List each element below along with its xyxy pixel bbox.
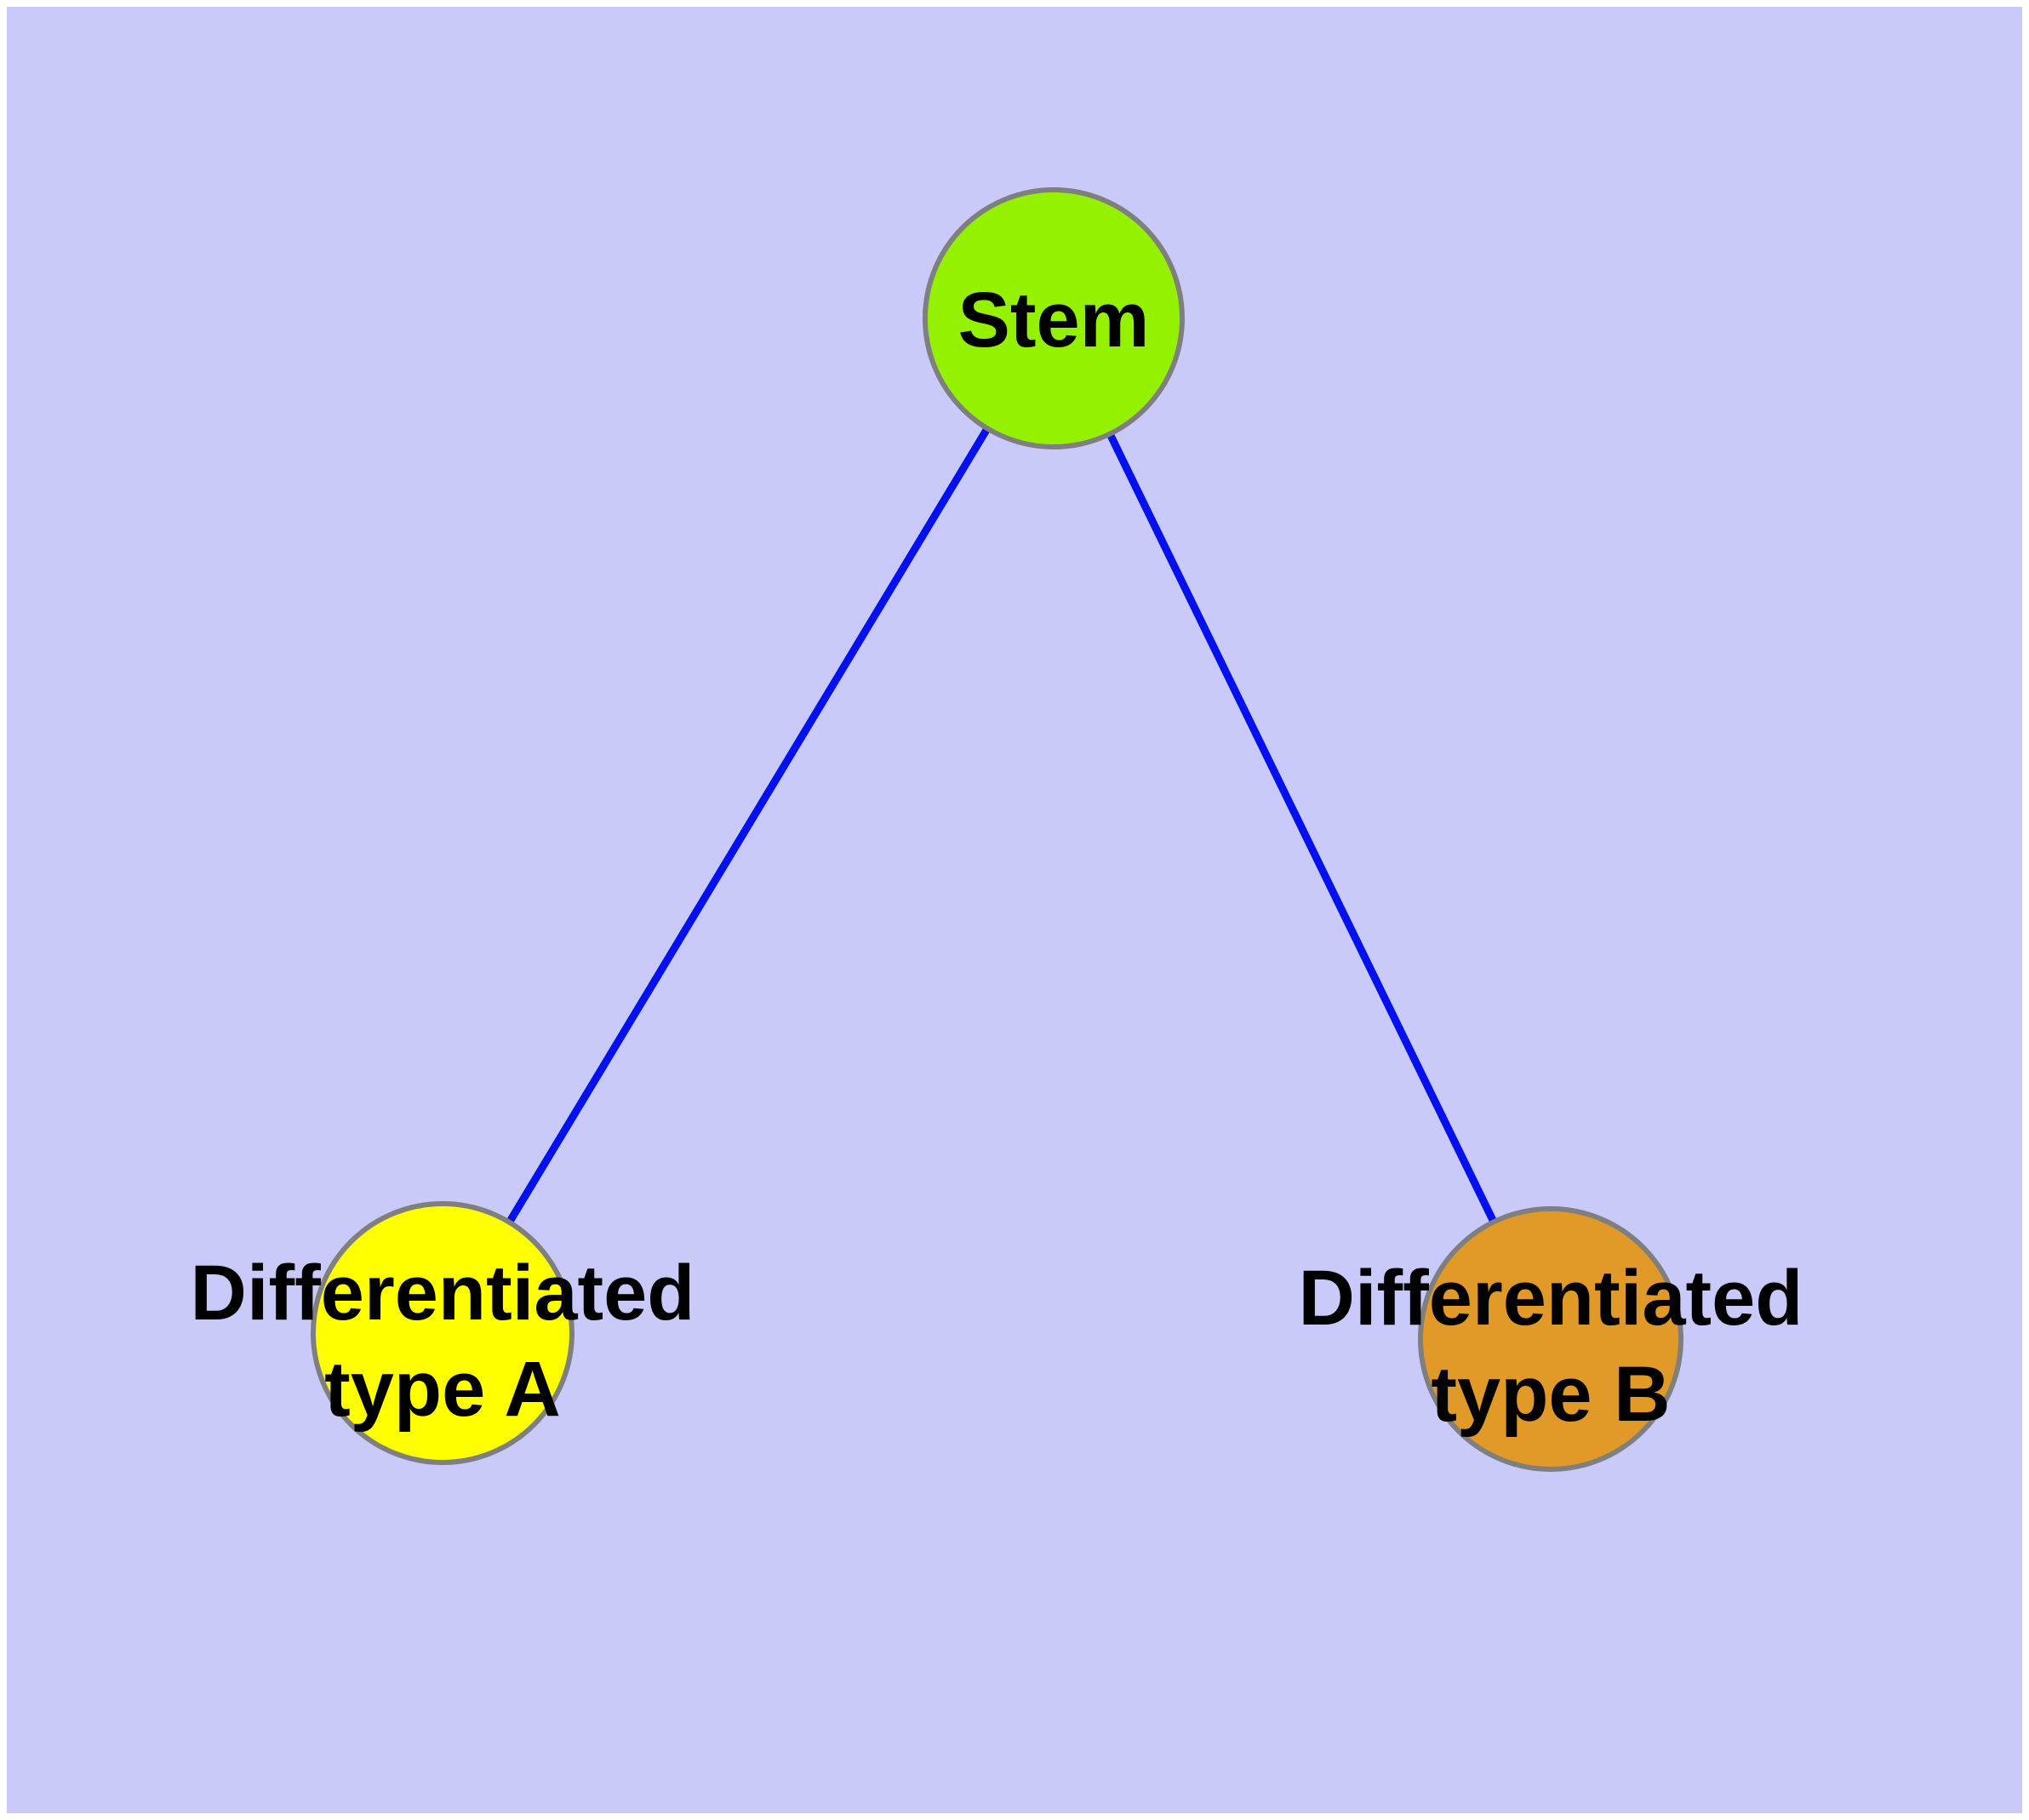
node-type-b-circle [1418,1206,1683,1472]
edge-stem-to-type-a [438,314,1058,1337]
node-type-b-label-line1: Differentiated [1299,1255,1803,1342]
node-type-a-circle [311,1201,574,1465]
node-type-a-label-line1: Differentiated [191,1250,695,1336]
node-stem-circle [923,187,1185,449]
node-type-b-label-line2: type B [1431,1351,1670,1438]
node-stem-label: Stem [958,277,1150,363]
node-type-a-label-line2: type A [324,1346,561,1433]
edge-stem-to-type-b [1049,314,1555,1343]
